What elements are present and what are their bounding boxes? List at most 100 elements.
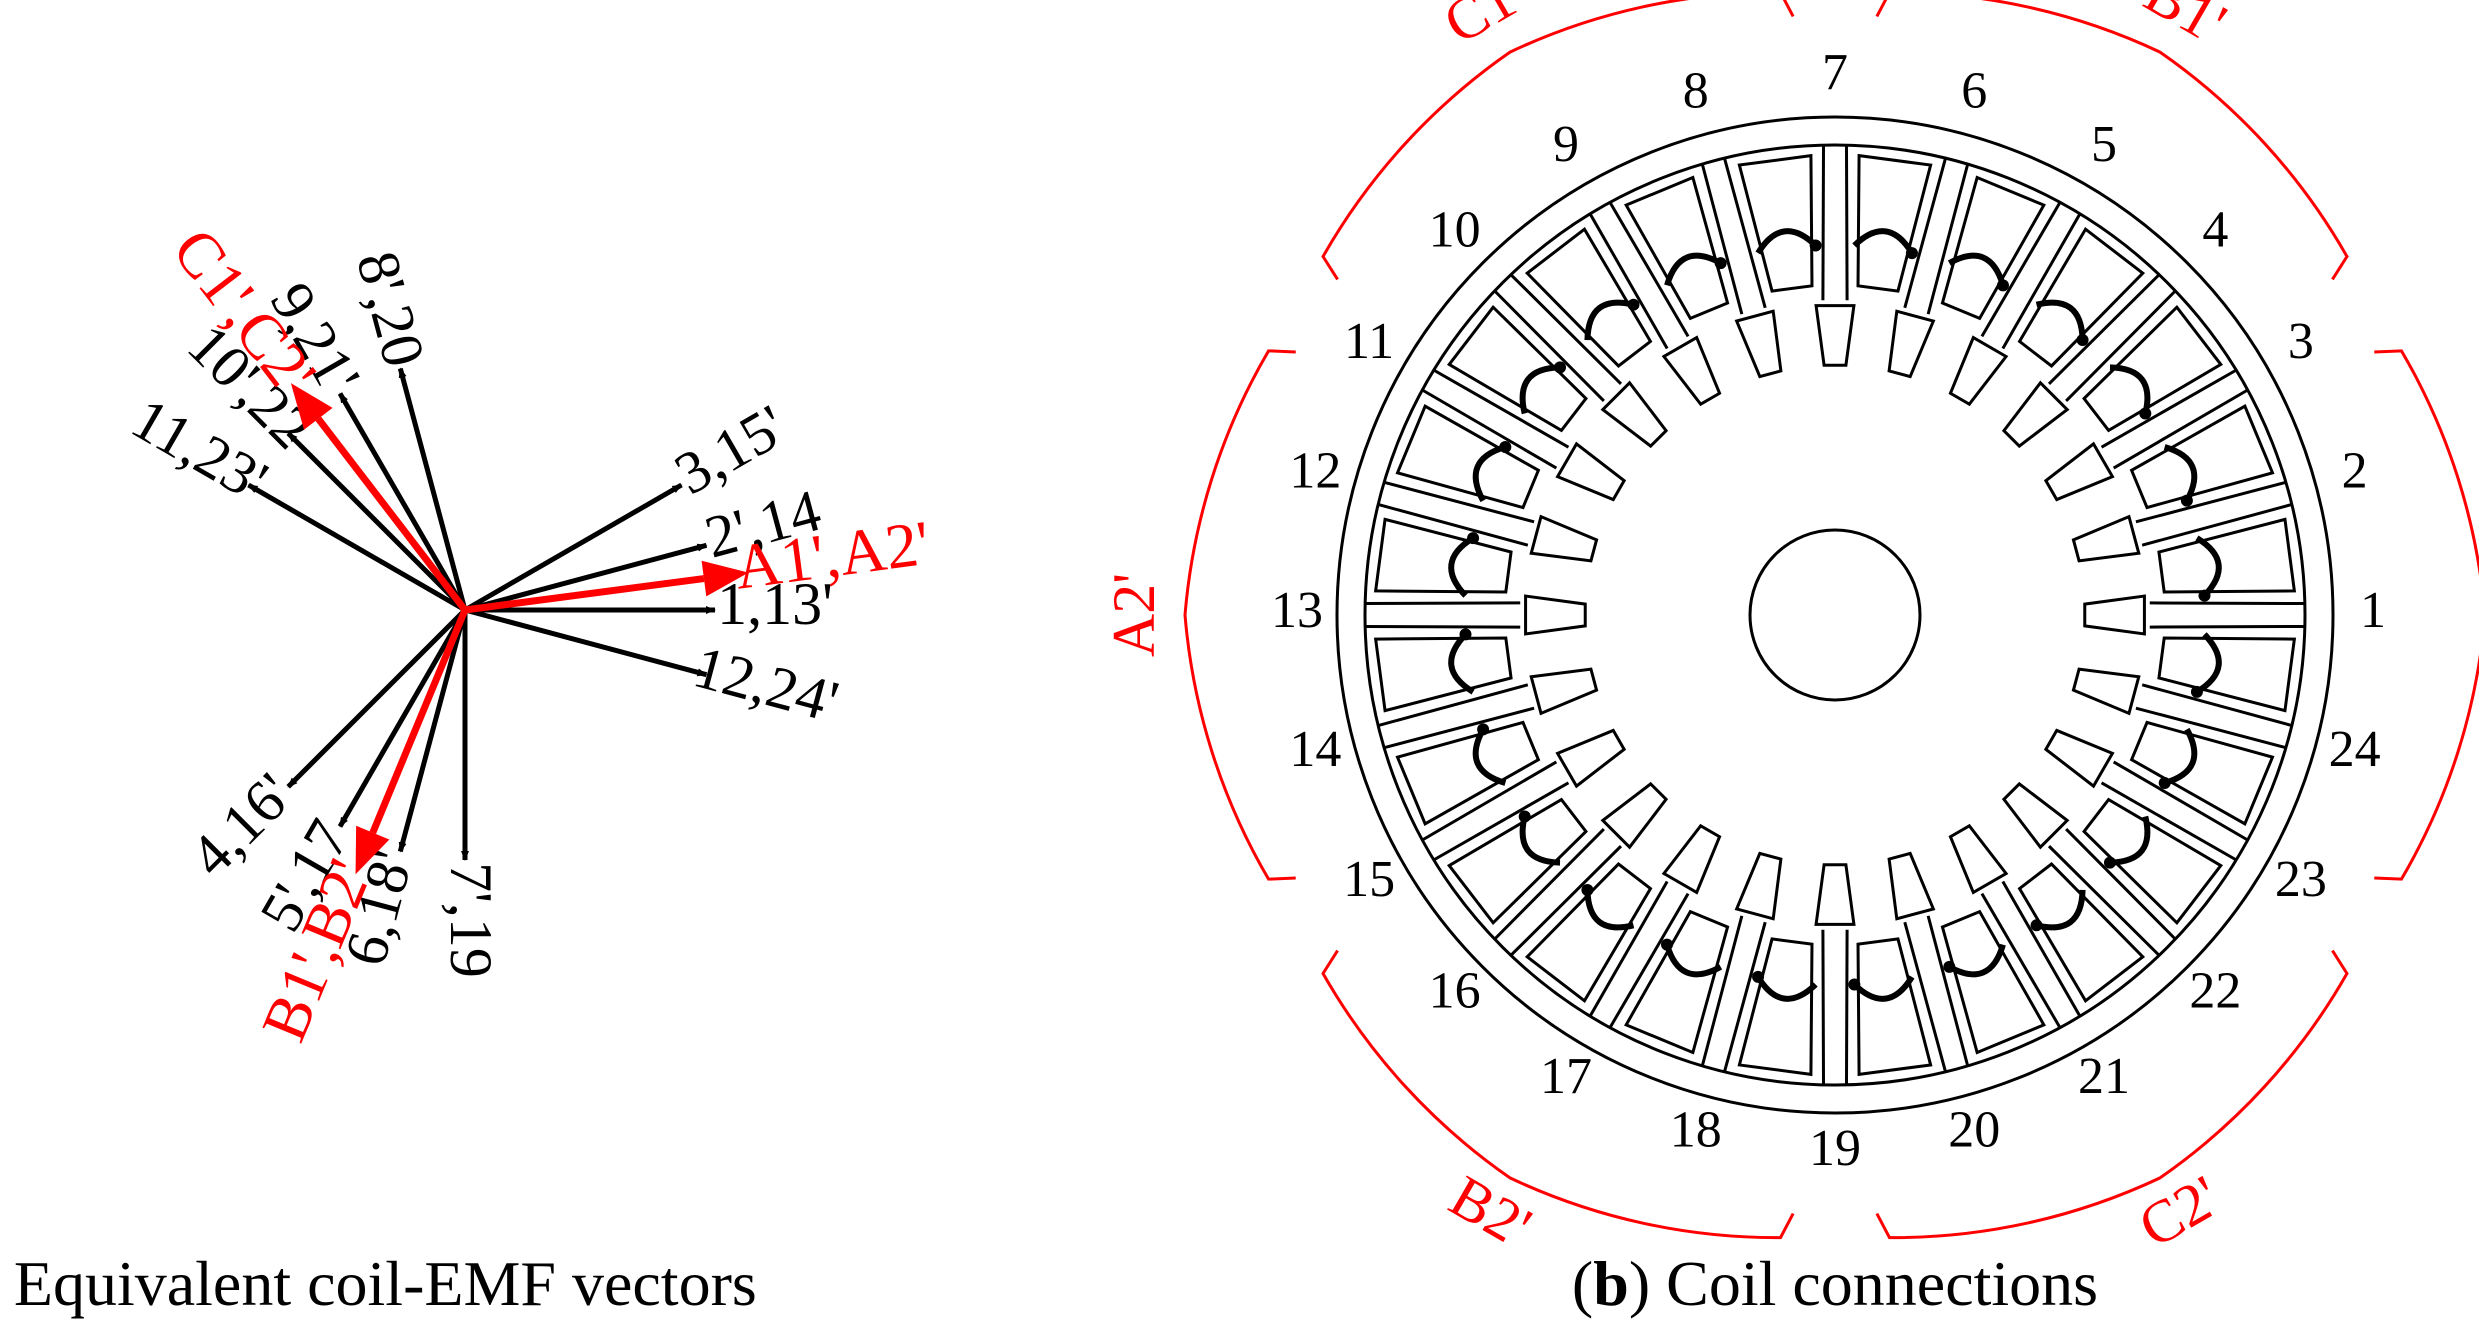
- terminal-dot: [1518, 810, 1531, 823]
- vector-arrow: [464, 542, 708, 613]
- stator-slot: [1940, 175, 2082, 407]
- stator-outer-edge: [1335, 115, 2335, 1115]
- end-winding: [1947, 943, 2006, 978]
- slot-number: 19: [1809, 1120, 1861, 1177]
- terminal-dot: [1627, 298, 1640, 311]
- emf-vector-diagram: 1,13'2',143,15'4,16'5',176,18'7',198',20…: [121, 215, 934, 1051]
- slot-number: 7: [1822, 44, 1848, 101]
- stator-slot: [1524, 201, 1722, 407]
- stator-slot: [1948, 823, 2146, 1029]
- slot-number: 24: [2329, 721, 2381, 778]
- terminal-dot: [1477, 723, 1490, 736]
- slot-number: 16: [1429, 962, 1481, 1019]
- vector-arrow: [397, 609, 468, 853]
- slot-number: 6: [1961, 62, 1987, 119]
- slot-number: 10: [1429, 202, 1481, 259]
- stator-slot: [1446, 273, 1669, 449]
- slot-number: 22: [2189, 962, 2241, 1019]
- phasor-shaft: [369, 608, 469, 834]
- slot-number: 11: [1344, 313, 1394, 370]
- terminal-dot: [2030, 919, 2043, 932]
- bracket-line: [1321, 949, 1795, 1240]
- terminal-dot: [1459, 628, 1472, 641]
- phasor-arrowhead: [355, 825, 390, 875]
- stator-slot: [1887, 851, 2046, 1073]
- terminal-dot: [1661, 938, 1674, 951]
- vector-arrow: [337, 608, 468, 828]
- terminal-dot: [1943, 960, 1956, 973]
- end-winding: [1448, 535, 1475, 598]
- end-winding: [2163, 727, 2198, 786]
- terminal-dot: [2158, 776, 2171, 789]
- bracket-line: [1321, 0, 1795, 281]
- phasor-arrowhead: [290, 383, 333, 430]
- coil-emf-vector: 1,13': [465, 571, 833, 637]
- end-winding: [1519, 815, 1561, 866]
- caption-b-text: Coil connections: [1666, 1248, 2098, 1319]
- stator-slot: [1814, 863, 1933, 1085]
- shaft: [1748, 528, 1922, 702]
- stator-slot: [2071, 404, 2293, 563]
- coil-emf-vector: 7',19: [438, 610, 504, 978]
- stator-slot: [1421, 728, 1627, 926]
- vector-arrow: [286, 431, 467, 612]
- bracket-line: [1183, 349, 1296, 881]
- vector-label: 12,24': [687, 633, 845, 734]
- group-label: B2': [1439, 1163, 1542, 1261]
- slot-number: 15: [1343, 851, 1395, 908]
- terminal-dot: [1905, 247, 1918, 260]
- stator-slot: [2083, 517, 2305, 636]
- stator-slot: [1493, 781, 1669, 1004]
- phasor-shaft: [464, 575, 705, 614]
- end-winding: [2109, 815, 2151, 866]
- vector-arrow: [286, 608, 467, 789]
- slot-number: 2: [2342, 443, 2368, 500]
- end-winding: [1664, 252, 1723, 287]
- group-label: A2': [1101, 573, 1167, 657]
- stator-slot: [1395, 368, 1627, 510]
- stator-slot: [1373, 480, 1599, 598]
- vector-arrow: [463, 482, 683, 613]
- end-winding: [1755, 975, 1818, 1002]
- terminal-dot: [1848, 978, 1861, 991]
- stator-slot: [2043, 304, 2249, 502]
- stator-slot: [1365, 594, 1587, 713]
- end-winding: [2195, 632, 2222, 695]
- slot-number: 1: [2360, 582, 2386, 639]
- stator-slot: [2043, 720, 2275, 862]
- end-winding: [1852, 975, 1915, 1002]
- caption-a: (a) Equivalent coil-EMF vectors: [0, 1248, 757, 1319]
- vector-arrow: [337, 392, 468, 612]
- vector-arrow: [247, 482, 467, 613]
- end-winding: [1584, 889, 1635, 931]
- end-winding: [1472, 727, 1507, 786]
- end-winding: [1664, 943, 1723, 978]
- caption-b: (b) Coil connections: [1572, 1248, 2098, 1319]
- phasor-shaft: [315, 416, 468, 613]
- terminal-dot: [1752, 970, 1765, 983]
- slot-number: 23: [2275, 851, 2327, 908]
- slot-number: 5: [2091, 116, 2117, 173]
- terminal-dot: [2180, 494, 2193, 507]
- end-winding: [1448, 632, 1475, 695]
- slot-number: 12: [1289, 443, 1341, 500]
- stator-slot: [1588, 823, 1730, 1055]
- phase-phasor: A1',A2': [464, 507, 933, 614]
- stator-cross-section: [1335, 115, 2335, 1115]
- stator-slot: [1737, 145, 1856, 367]
- caption-a-text: Equivalent coil-EMF vectors: [14, 1248, 757, 1319]
- phase-group-bracket: A2': [1101, 349, 1296, 881]
- end-winding: [1947, 252, 2006, 287]
- vector-label: 1,13': [717, 571, 833, 637]
- terminal-dot: [1996, 279, 2009, 292]
- stator-slot: [1624, 157, 1783, 379]
- end-winding: [2109, 364, 2151, 415]
- stator-yoke-edge: [1363, 143, 2307, 1087]
- end-winding: [2163, 444, 2198, 503]
- stator-slot: [1700, 851, 1818, 1077]
- phase-group-bracket: B2': [1321, 949, 1795, 1261]
- slot-number: 14: [1289, 721, 1341, 778]
